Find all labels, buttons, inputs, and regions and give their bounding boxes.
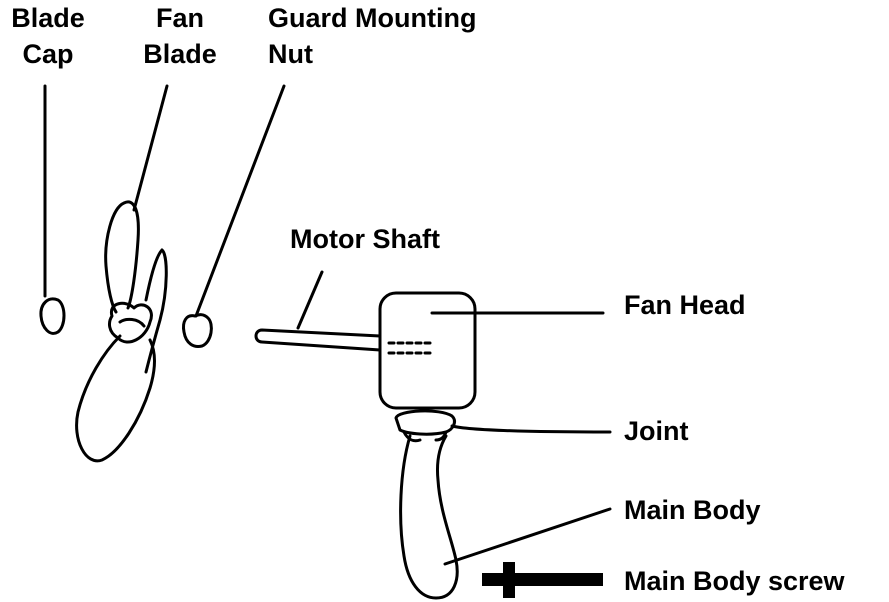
leader-line-motor-shaft (298, 272, 322, 328)
main-body-screw-shaft (482, 573, 603, 586)
leader-line-joint (452, 426, 610, 432)
label-guard-mounting-nut: Guard Mounting Nut (268, 0, 476, 72)
main-body-shape (401, 436, 458, 598)
label-guard-mounting-nut-line2: Nut (268, 39, 313, 69)
blade-cap-shape (41, 299, 64, 333)
label-main-body-screw: Main Body screw (624, 566, 845, 596)
main-body-screw-head (503, 562, 515, 598)
label-fan-head: Fan Head (624, 290, 746, 320)
label-blade-cap-line1: Blade (11, 3, 85, 33)
fan-head-housing (380, 293, 475, 408)
label-guard-mounting-nut-line1: Guard Mounting (268, 3, 477, 33)
motor-shaft-shape (256, 330, 380, 350)
guard-nut-shape (183, 315, 211, 347)
joint-shape (396, 411, 454, 434)
leader-line-main-body (445, 509, 610, 564)
label-main-body: Main Body (624, 495, 761, 525)
leader-line-fan-blade (134, 86, 167, 210)
fan-blade-hub-inner (120, 319, 144, 326)
label-fan-blade: Fan Blade (134, 0, 226, 72)
joint-neck (404, 432, 446, 441)
fan-blade-right-lobe (146, 250, 166, 372)
label-blade-cap: Blade Cap (4, 0, 92, 72)
leader-line-guard-nut (196, 86, 284, 316)
label-motor-shaft: Motor Shaft (290, 224, 440, 254)
label-blade-cap-line2: Cap (22, 39, 74, 69)
fan-blade-upper-lobe (106, 202, 139, 312)
label-fan-blade-line2: Blade (143, 39, 217, 69)
fan-blade-lower-lobe (77, 336, 155, 461)
fan-blade-hub (110, 303, 152, 342)
label-fan-blade-line1: Fan (155, 3, 204, 33)
label-joint: Joint (624, 416, 689, 446)
